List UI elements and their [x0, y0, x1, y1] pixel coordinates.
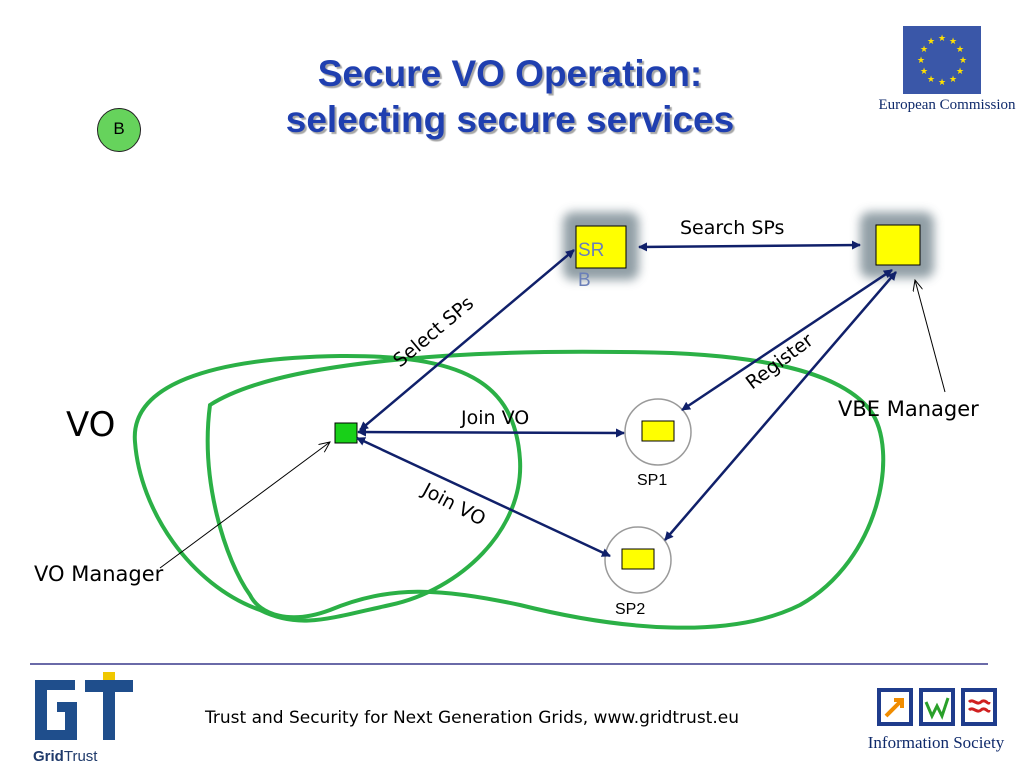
join-vo-sp2-arrow	[356, 436, 611, 558]
information-society-label: Information Society	[867, 733, 1005, 752]
svg-text:★: ★	[938, 34, 946, 44]
gridtrust-logo-icon	[33, 672, 143, 762]
join-vo-sp1-label: Join VO	[460, 407, 529, 429]
join-vo-sp2-label: Join VO	[418, 479, 489, 531]
vo-manager-node	[334, 422, 358, 444]
footer-divider	[30, 663, 988, 665]
sp2-label: SP2	[615, 601, 645, 618]
srb-label-line1: SR	[578, 240, 604, 261]
sp1-node	[641, 420, 675, 442]
svg-text:★: ★	[920, 45, 928, 55]
svg-text:★: ★	[959, 56, 967, 66]
svg-text:★: ★	[927, 75, 935, 85]
svg-text:★: ★	[938, 78, 946, 88]
section-badge: B	[97, 108, 141, 152]
gridtrust-wordmark: GridTrust	[33, 748, 98, 765]
select-sps-label: Select SPs	[389, 292, 478, 372]
eu-flag-icon: ★ ★ ★ ★ ★ ★ ★ ★ ★ ★ ★ ★	[903, 26, 981, 94]
svg-text:★: ★	[920, 67, 928, 77]
register-sp1-arrow	[681, 268, 893, 412]
slide-title-line2: selecting secure services	[285, 99, 735, 140]
srb-node	[575, 225, 627, 269]
sp1-label: SP1	[637, 472, 667, 489]
svg-text:★: ★	[949, 37, 957, 47]
svg-text:★: ★	[927, 37, 935, 47]
information-society-logo-icon	[876, 686, 998, 730]
search-sps-label: Search SPs	[680, 217, 784, 239]
register-sp2-arrow	[664, 271, 897, 541]
vo-manager-label: VO Manager	[34, 562, 164, 586]
vbe-boundary-loop	[205, 349, 886, 630]
join-vo-sp1-arrow	[357, 427, 625, 438]
svg-text:★: ★	[917, 56, 925, 66]
vo-manager-pointer	[159, 442, 330, 569]
svg-text:★: ★	[949, 75, 957, 85]
svg-text:★: ★	[956, 45, 964, 55]
vo-label: VO	[66, 405, 115, 445]
srb-label-line2: B	[578, 270, 591, 291]
slide-title-line1: Secure VO Operation:	[317, 53, 703, 94]
sp2-node	[621, 548, 655, 570]
footer-text: Trust and Security for Next Generation G…	[205, 708, 739, 728]
eu-commission-label: European Commission	[878, 97, 1016, 113]
svg-text:★: ★	[956, 67, 964, 77]
vbe-manager-pointer	[915, 280, 946, 393]
select-sps-arrow	[359, 249, 575, 431]
vbe-manager-node	[875, 224, 921, 266]
search-sps-arrow	[638, 240, 861, 252]
vbe-manager-label: VBE Manager	[838, 397, 979, 421]
